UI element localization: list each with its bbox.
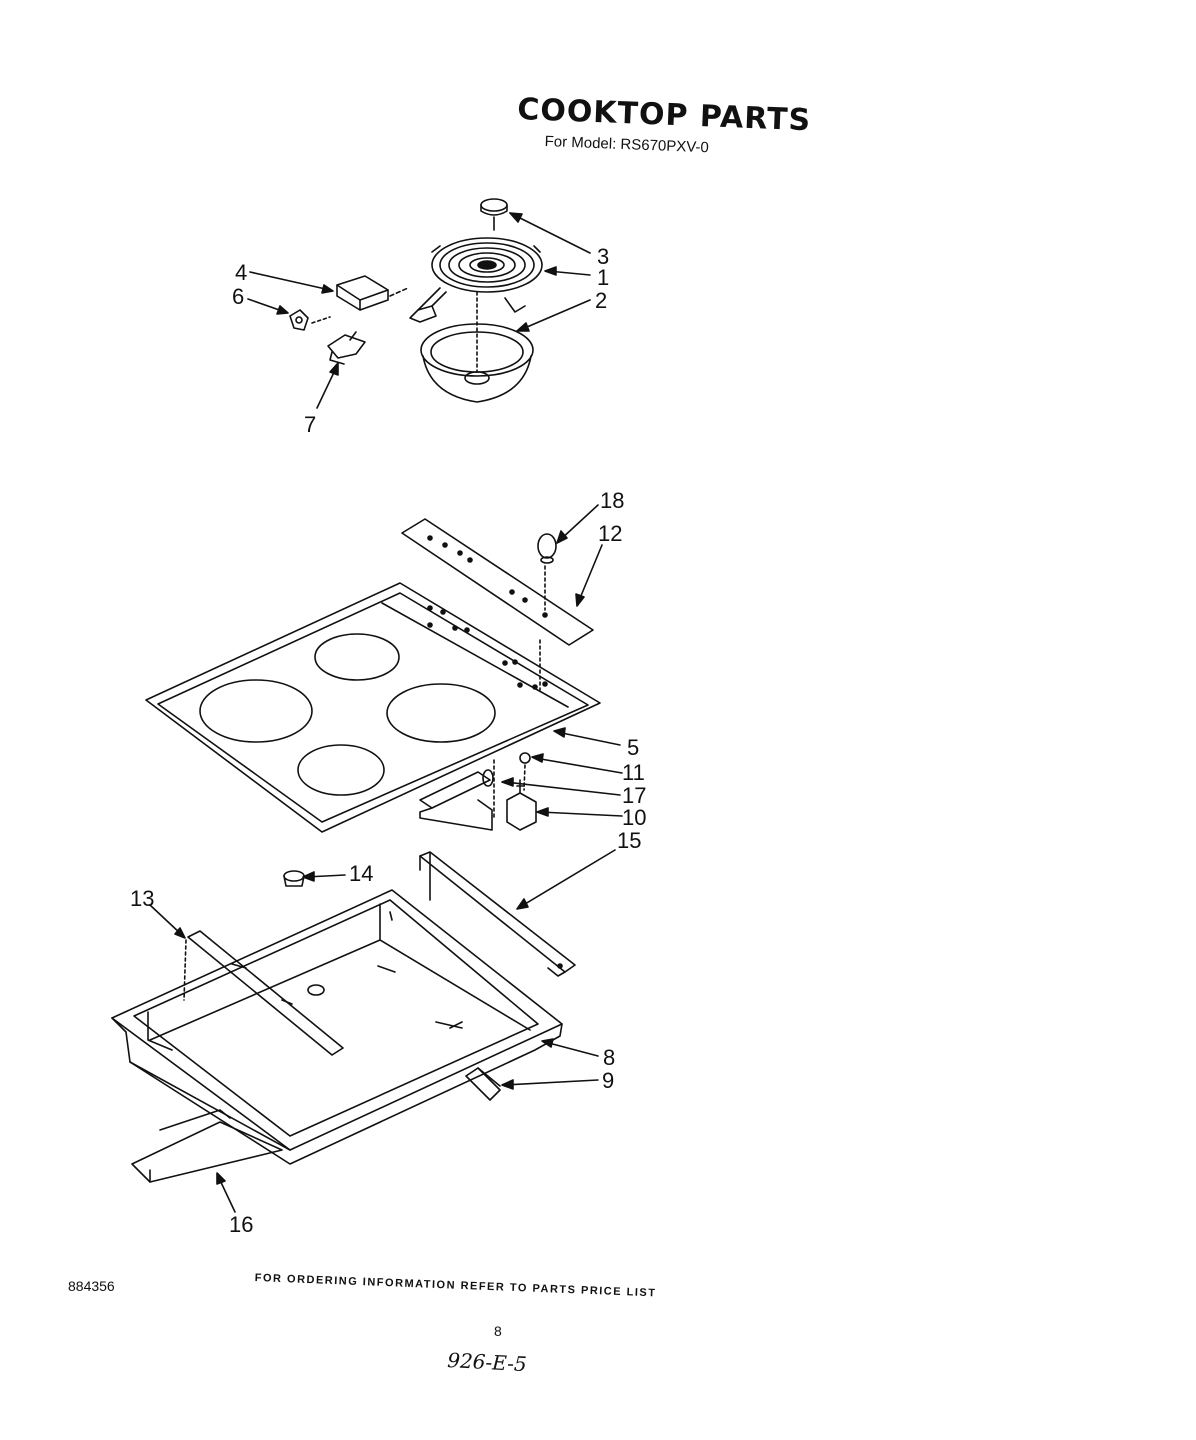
callout-1: 1 bbox=[597, 265, 609, 290]
handwritten-note: 926-E-5 bbox=[446, 1348, 528, 1377]
front-channel bbox=[131, 1109, 283, 1183]
callout-14: 14 bbox=[349, 861, 373, 886]
control-panel-strip bbox=[401, 518, 594, 646]
callout-8: 8 bbox=[603, 1045, 615, 1070]
callout-9: 9 bbox=[602, 1068, 614, 1093]
drip-bowl bbox=[420, 291, 534, 403]
cooktop-box bbox=[111, 889, 563, 1165]
plug-button bbox=[283, 870, 305, 887]
callout-2: 2 bbox=[595, 288, 607, 313]
receptacle-bracket bbox=[336, 275, 409, 311]
terminal-block bbox=[289, 309, 331, 331]
callout-numbers: 3 1 2 4 6 7 18 12 5 11 17 10 15 14 13 8 … bbox=[130, 244, 646, 1237]
document-number: 884356 bbox=[68, 1278, 115, 1294]
element-cap bbox=[480, 198, 508, 231]
brace-bar bbox=[183, 930, 344, 1056]
callout-6: 6 bbox=[232, 284, 244, 309]
callout-5: 5 bbox=[627, 735, 639, 760]
heating-element bbox=[409, 237, 543, 323]
cooktop-main-top bbox=[145, 582, 601, 833]
page-number: 8 bbox=[494, 1323, 502, 1339]
callout-16: 16 bbox=[229, 1212, 253, 1237]
callout-15: 15 bbox=[617, 828, 641, 853]
switch-assembly bbox=[419, 752, 537, 831]
surface-unit-assembly bbox=[289, 198, 543, 403]
callout-12: 12 bbox=[598, 521, 622, 546]
leader-lines bbox=[149, 212, 623, 1213]
callout-13: 13 bbox=[130, 886, 154, 911]
callout-4: 4 bbox=[235, 260, 247, 285]
callout-7: 7 bbox=[304, 412, 316, 437]
callout-17: 17 bbox=[622, 783, 646, 808]
rear-channel bbox=[465, 1067, 501, 1101]
callout-10: 10 bbox=[622, 805, 646, 830]
callout-11: 11 bbox=[622, 760, 645, 785]
callout-3: 3 bbox=[597, 244, 609, 269]
side-bracket bbox=[419, 851, 576, 977]
receptacle bbox=[327, 331, 366, 365]
callout-18: 18 bbox=[600, 488, 624, 513]
